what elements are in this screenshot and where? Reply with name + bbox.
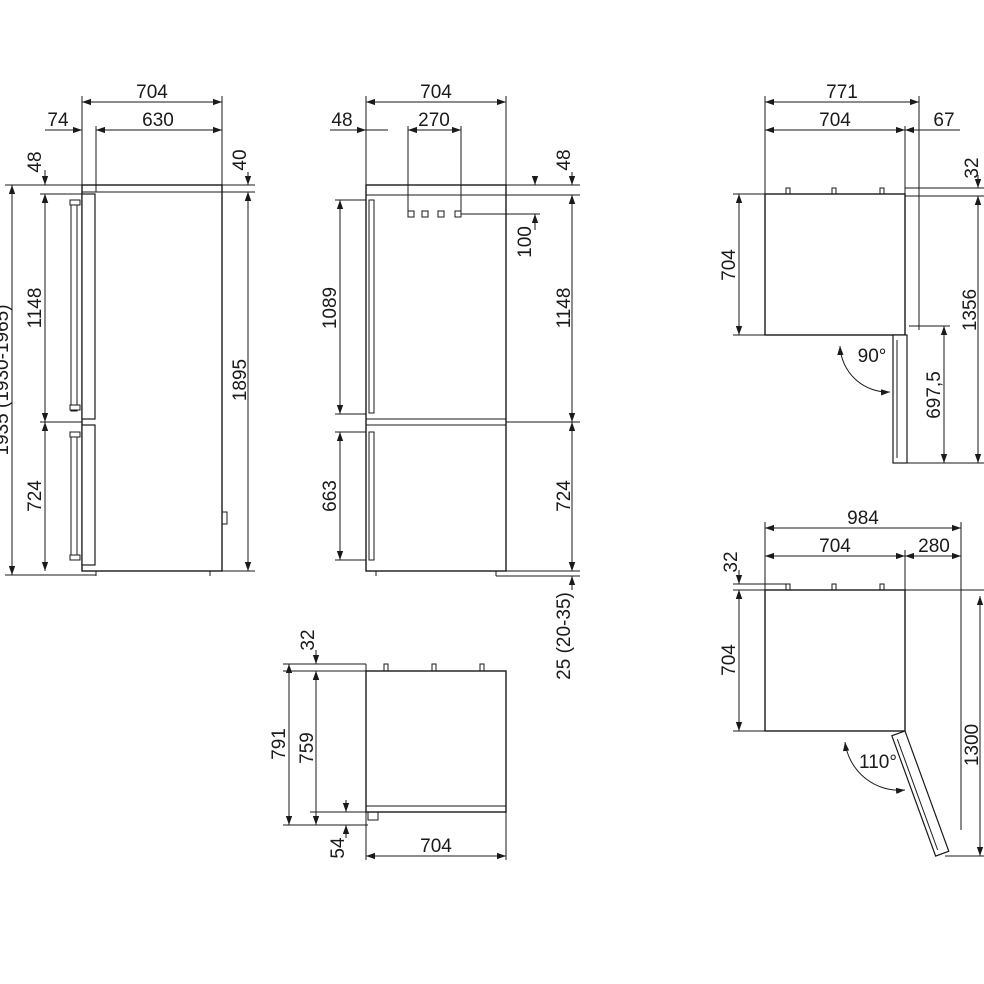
top-view-open-110: 110° 984 704 280 32 704 1300 [719,508,984,857]
dim-lower-height: 724 [25,480,46,512]
angle-90: 90° [858,346,887,367]
dim-overall-width: 704 [136,82,168,103]
fridge-top-open110 [764,589,906,732]
dim-control-drop: 100 [515,226,536,258]
dim-front-upper-height: 1148 [554,288,575,329]
dim-body-width: 630 [142,110,174,131]
hinge-icon [367,811,379,821]
dim-open90-total-width: 1356 [960,289,981,331]
fridge-top-open90 [764,193,906,336]
dim-back-gap: 40 [230,149,251,170]
dim-front-lower-height: 724 [554,480,575,512]
fridge-top-body [365,670,507,813]
dim-front-top-gap: 48 [554,149,575,170]
dim-front-width: 704 [420,82,452,103]
front-elevation-view: 704 48 270 100 48 1089 663 1148 724 25 (… [320,82,580,680]
fridge-body [81,184,223,572]
dim-open110-depth: 704 [719,644,740,676]
dim-top-759: 759 [297,732,318,764]
upper-door-profile [81,193,96,420]
dim-upper-inner: 1089 [320,287,341,329]
dim-total-height: 1895 [230,359,251,401]
top-view-open-90: 90° 771 704 67 32 704 697,5 1356 [719,82,984,464]
lower-door-profile [81,424,96,566]
control-knob-icon [407,210,415,218]
door-open-90 [892,334,908,464]
angle-110: 110° [859,752,897,773]
dim-open110-extra: 280 [918,536,950,557]
door-open-110 [891,730,950,857]
control-knob-icon [437,210,445,218]
dim-open90-door: 67 [933,110,954,131]
dim-open90-half: 697,5 [924,371,945,419]
dim-top-791: 791 [269,728,290,760]
lower-handle [70,431,78,561]
dim-open110-body: 704 [819,536,851,557]
dim-open90-body: 704 [819,110,851,131]
dim-open110-total: 984 [847,508,879,529]
dim-side-offset: 74 [47,110,69,131]
dim-upper-height: 1148 [25,288,46,329]
side-elevation-view: 704 74 630 48 40 1148 724 1935 (1930-196… [0,82,255,576]
dim-feet-height: 25 (20-35) [554,592,575,680]
dim-top-gap: 48 [25,151,46,172]
top-view-closed: 32 791 759 54 704 [269,629,507,860]
control-knob-icon [421,210,429,218]
fridge-front-body [365,184,507,572]
dim-top-54: 54 [328,837,349,859]
upper-handle [70,202,78,412]
dim-open110-total-width: 1300 [962,724,983,766]
dim-open90-depth: 704 [719,249,740,281]
lower-door-handle [368,431,375,561]
dim-open90-total: 771 [826,82,858,103]
dim-total-height-adjustable: 1935 (1930-1965) [0,304,13,455]
dim-front-left-gap: 48 [331,110,352,131]
dim-open110-32: 32 [721,551,742,572]
upper-door-handle [368,199,375,414]
dim-top-depth: 704 [420,836,452,857]
dim-control-width: 270 [418,110,450,131]
dim-open90-32: 32 [962,157,983,178]
dim-lower-inner: 663 [320,480,341,512]
dim-top-32: 32 [298,629,319,650]
